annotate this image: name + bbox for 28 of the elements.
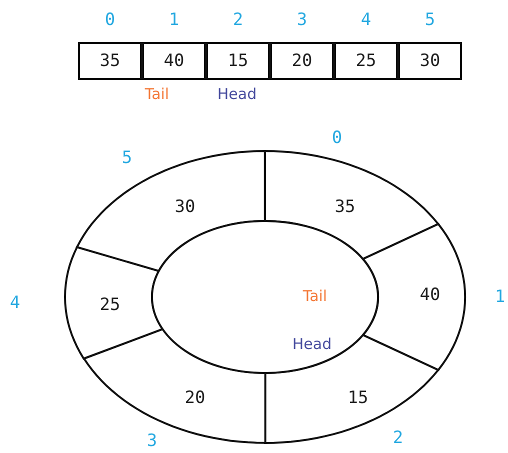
pointer-label: Tail <box>144 85 170 103</box>
cell-value: 25 <box>356 51 376 71</box>
index-number: 0 <box>332 128 342 148</box>
index-number: 2 <box>232 10 244 30</box>
index-number: 1 <box>168 10 180 30</box>
segment-value: 35 <box>334 197 356 217</box>
segment-value: 20 <box>184 388 206 408</box>
index-number: 4 <box>10 292 20 313</box>
index-number: 2 <box>392 428 404 448</box>
pointer-label: Head <box>217 85 257 103</box>
cell-value: 40 <box>164 51 184 71</box>
segment-value: 25 <box>100 294 120 315</box>
cell-value: 15 <box>228 51 248 71</box>
segment-value: 15 <box>348 388 368 408</box>
index-number: 4 <box>360 10 372 30</box>
segment-value: 30 <box>174 197 196 217</box>
cell-value: 20 <box>292 51 312 71</box>
cell-value: 30 <box>420 51 440 71</box>
index-number: 0 <box>104 10 116 30</box>
index-number: 1 <box>494 287 506 307</box>
cell-value: 35 <box>100 51 120 71</box>
pointer-label: Tail <box>302 287 328 305</box>
index-number: 3 <box>146 430 158 451</box>
index-number: 3 <box>296 10 308 30</box>
index-number: 5 <box>122 148 132 168</box>
pointer-label: Head <box>292 335 332 353</box>
segment-value: 40 <box>420 285 440 305</box>
index-number: 5 <box>424 10 436 30</box>
